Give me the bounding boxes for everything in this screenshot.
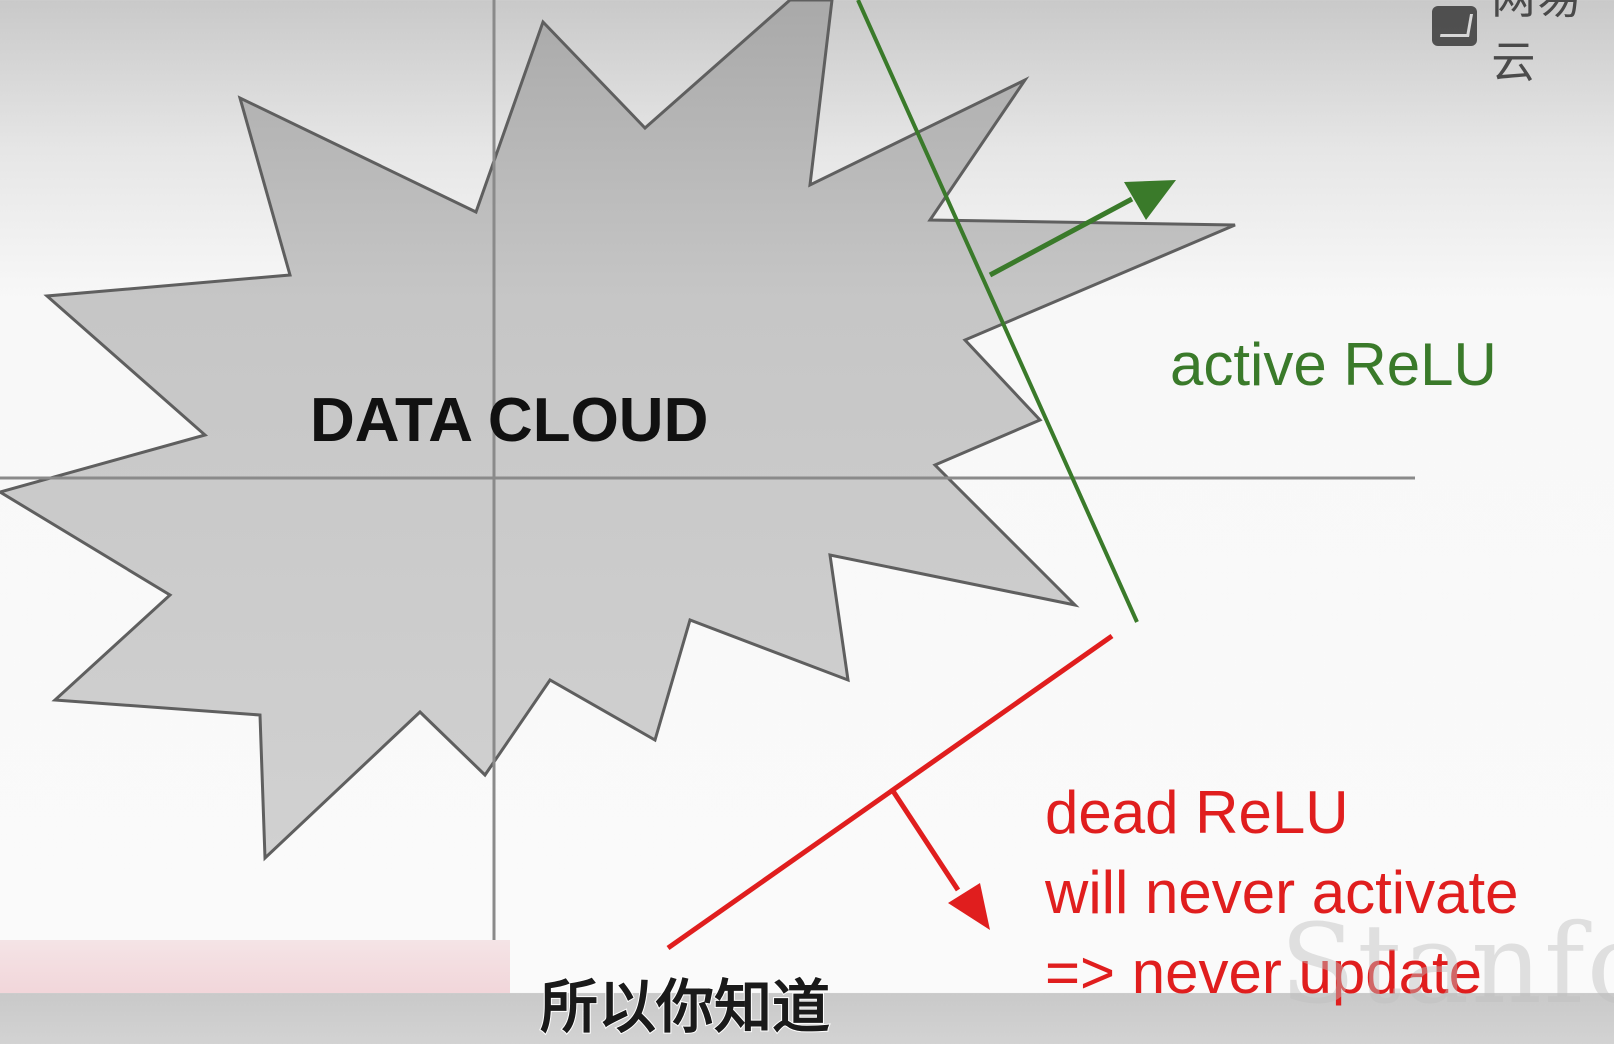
dead-relu-note-activate: will never activate [1045, 859, 1519, 926]
subtitle-strip [0, 940, 510, 993]
video-subtitle: 所以你知道 [539, 974, 831, 1041]
active-relu-label: active ReLU [1170, 331, 1497, 398]
diagram-canvas [0, 0, 1415, 951]
logo-text: 网易云 [1491, 0, 1581, 87]
dead-relu-line [666, 633, 1114, 951]
logo: 网易云 [1432, 0, 1614, 87]
book-icon [1432, 6, 1478, 46]
active-arrow-head [1124, 180, 1176, 220]
data-cloud-shape [0, 0, 1236, 862]
dead-relu-label: dead ReLU [1045, 779, 1349, 846]
dead-arrow-head [948, 883, 990, 930]
data-cloud-label: DATA CLOUD [310, 386, 709, 455]
active-relu-line [856, 0, 1139, 623]
stanford-watermark: Stanford [1280, 900, 1614, 1028]
dead-relu-normal [890, 789, 961, 892]
active-relu-normal [988, 196, 1134, 278]
